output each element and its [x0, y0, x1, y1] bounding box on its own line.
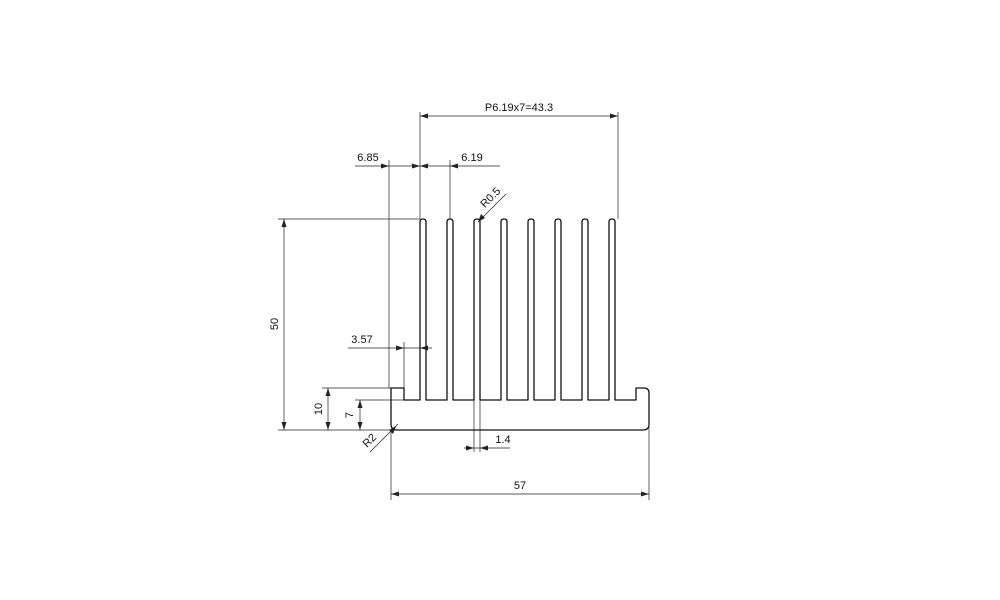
height-label: 50 [269, 318, 281, 330]
fin-gap-label: 3.57 [351, 334, 372, 346]
base-inner-label: 7 [344, 412, 356, 418]
base-height-dimension: 10 [313, 387, 391, 430]
base-height-label: 10 [313, 403, 325, 415]
fin-gap-dimension: 3.57 [348, 334, 432, 388]
corner-radius-callout: R2 [361, 423, 399, 453]
pitch-label: P6.19x7=43.3 [485, 102, 553, 114]
fin-radius-callout: R0.5 [477, 185, 507, 223]
corner-radius-label: R2 [361, 432, 379, 450]
pitch-single-label: 6.19 [461, 152, 482, 164]
left-offset-label: 6.85 [357, 152, 378, 164]
pitch-dimension: P6.19x7=43.3 [419, 102, 619, 219]
fin-radius-label: R0.5 [478, 185, 503, 210]
fin-thickness-label: 1.4 [495, 434, 510, 446]
width-dimension: 57 [390, 424, 650, 500]
height-dimension: 50 [269, 218, 420, 431]
width-label: 57 [514, 480, 526, 492]
base-inner-dimension: 7 [344, 399, 404, 430]
offset-dimension: 6.85 6.19 [355, 152, 500, 388]
heatsink-profile [390, 218, 650, 431]
fin-thickness-dimension: 1.4 [464, 400, 511, 452]
